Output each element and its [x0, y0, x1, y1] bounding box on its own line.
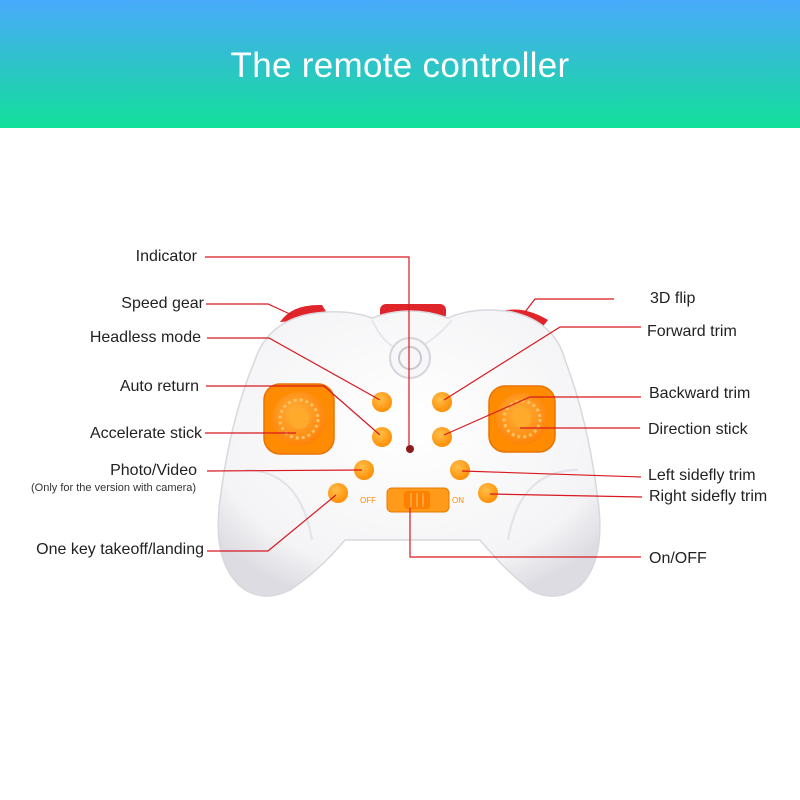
line-onekey — [207, 494, 337, 552]
label-headless-mode: Headless mode — [89, 329, 201, 346]
label-photo-video: Photo/Video — [110, 462, 197, 479]
page-title: The remote controller — [230, 46, 570, 85]
power-circle — [389, 337, 431, 379]
controller-shell — [217, 309, 601, 597]
right-sidefly-button — [478, 483, 498, 503]
label-forward-trim: Forward trim — [647, 323, 737, 340]
left-sidefly-button — [450, 460, 470, 480]
one-key-button — [328, 483, 348, 503]
line-3d-flip — [524, 298, 614, 313]
label-right-sidefly: Right sidefly trim — [649, 488, 768, 505]
indicator-led — [406, 445, 414, 453]
line-auto-return — [206, 385, 381, 436]
label-backward-trim: Backward trim — [649, 385, 751, 402]
line-indicator — [205, 256, 410, 446]
label-on-off: On/OFF — [649, 550, 707, 567]
label-speed-gear: Speed gear — [121, 295, 204, 312]
label-auto-return: Auto return — [119, 378, 199, 395]
backward-trim-button — [432, 427, 452, 447]
line-photo — [206, 469, 363, 472]
label-direction-stick: Direction stick — [648, 421, 748, 438]
line-forward — [443, 326, 641, 401]
label-left-sidefly: Left sidefly trim — [648, 467, 756, 484]
label-3d-flip: 3D flip — [650, 290, 696, 307]
header-banner: The remote controller — [0, 0, 800, 128]
line-left-sidefly — [461, 470, 642, 478]
switch-off-label: OFF — [360, 496, 376, 505]
label-accelerate-stick: Accelerate stick — [89, 425, 202, 442]
line-backward — [443, 396, 641, 436]
headless-mode-button — [372, 392, 392, 412]
line-onoff — [409, 508, 641, 558]
label-photo-video-note: (Only for the version with camera) — [31, 482, 197, 494]
switch-on-label: ON — [452, 496, 464, 505]
line-right-sidefly — [489, 493, 643, 498]
label-indicator: Indicator — [135, 248, 197, 265]
label-one-key: One key takeoff/landing — [36, 541, 204, 558]
leader-lines — [205, 256, 643, 558]
line-speed-gear — [206, 303, 293, 316]
line-headless — [207, 337, 381, 401]
forward-trim-button — [432, 392, 452, 412]
photo-video-button — [354, 460, 374, 480]
